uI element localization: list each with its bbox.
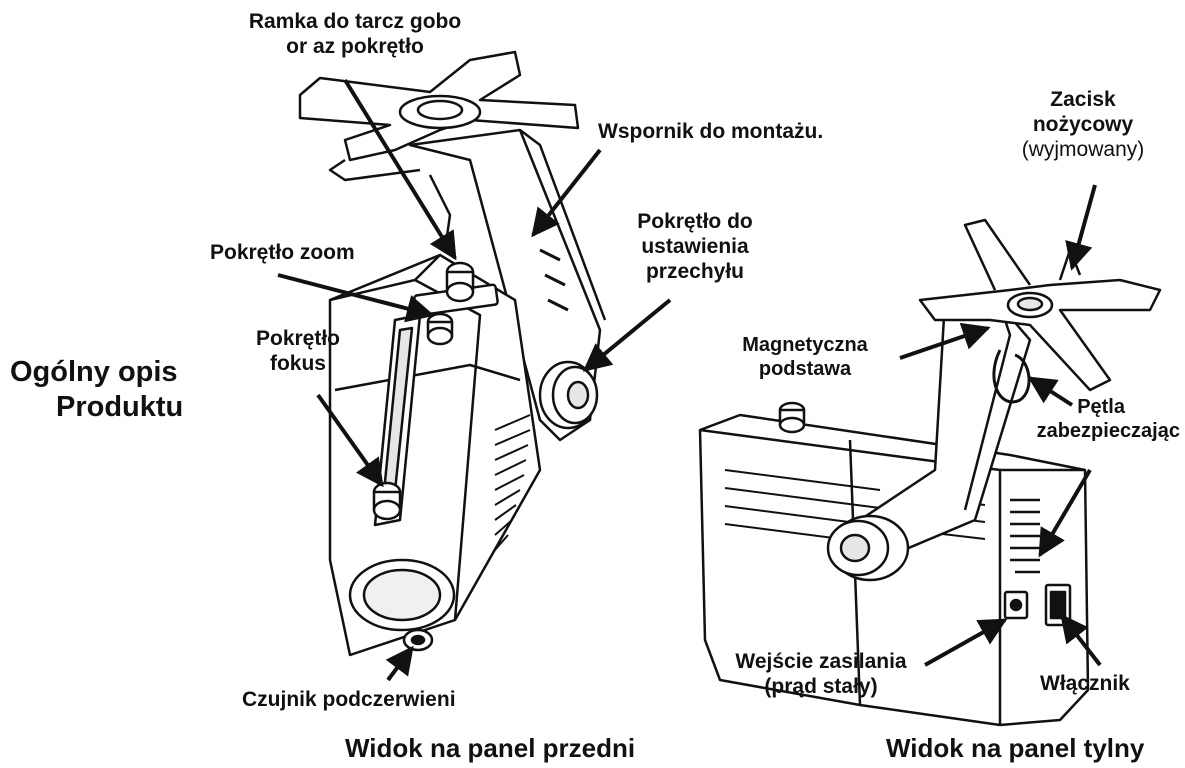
arrow-ir-sensor: [385, 645, 414, 682]
arrow-safety-loop: [1027, 376, 1074, 407]
label-gobo-frame: Ramka do tarcz gobo or az pokrętło: [210, 10, 500, 60]
front-tilt-knob: [538, 360, 599, 430]
caption-rear-view: Widok na panel tylny: [886, 733, 1144, 764]
overview-title-line2: Produktu: [56, 390, 184, 423]
rear-projector-drawing: [698, 218, 1162, 727]
arrow-focus-knob: [316, 393, 384, 488]
label-zoom-knob: Pokrętło zoom: [210, 241, 355, 266]
label-ir-sensor-text: Czujnik podczerwieni: [242, 688, 456, 711]
rear-safety-loop: [992, 349, 1031, 404]
front-scissor-clamp: [298, 50, 580, 182]
arrow-mounting-bracket: [531, 148, 602, 238]
label-scissor-clamp: Zacisk nożycowy (wyjmowany): [1003, 88, 1163, 162]
label-safety-loop: Pętla zabezpieczając: [990, 396, 1180, 443]
label-gobo-frame-line1: Ramka do tarcz gobo: [248, 10, 462, 33]
arrow-power-input: [924, 618, 1008, 667]
label-magnetic-base-line1: Magnetyczna: [742, 334, 868, 356]
overview-title-line1: Ogólny opis: [10, 356, 178, 388]
caption-front-view-text: Widok na panel przedni: [345, 733, 636, 763]
label-tilt-knob-line1: Pokrętło do: [637, 210, 753, 233]
label-mounting-bracket: Wspornik do montażu.: [598, 120, 823, 145]
label-power-input-line1: Wejście zasilania: [735, 650, 907, 673]
label-power-input-line2: (prąd stały): [764, 674, 878, 698]
rear-tilt-knob: [826, 514, 910, 582]
arrow-scissor-clamp: [1065, 184, 1097, 271]
arrow-safety-loop-vent: [1038, 468, 1092, 558]
label-ir-sensor: Czujnik podczerwieni: [242, 688, 456, 713]
caption-rear-view-text: Widok na panel tylny: [886, 733, 1145, 763]
label-focus-knob: Pokrętło fokus: [238, 327, 358, 377]
overview-title: Ogólny opis Produktu: [10, 355, 183, 425]
label-safety-loop-line2: zabezpieczając: [1036, 419, 1180, 442]
label-power-input: Wejście zasilania (prąd stały): [706, 650, 936, 700]
label-scissor-clamp-line2: nożycowy: [1032, 112, 1134, 136]
label-gobo-frame-line2: or az pokrętło: [286, 34, 424, 58]
front-projector-body: [328, 253, 542, 657]
label-tilt-knob: Pokrętło do ustawienia przechyłu: [620, 210, 770, 284]
arrow-magnetic-base: [899, 322, 991, 360]
arrow-tilt-knob: [582, 298, 672, 372]
label-zoom-knob-text: Pokrętło zoom: [210, 241, 355, 264]
arrow-zoom-knob: [277, 273, 435, 323]
label-power-switch: Włącznik: [1040, 672, 1130, 697]
caption-front-view: Widok na panel przedni: [345, 733, 635, 764]
label-magnetic-base-line2: podstawa: [758, 357, 852, 380]
rear-scissor-clamp: [918, 218, 1162, 392]
label-power-switch-text: Włącznik: [1040, 672, 1130, 695]
arrow-power-switch: [1060, 613, 1102, 667]
front-knobs: [372, 261, 499, 521]
arrow-gobo-frame: [343, 78, 457, 261]
label-tilt-knob-line2: ustawienia: [641, 234, 749, 258]
label-focus-knob-line1: Pokrętło: [255, 327, 341, 350]
leader-arrows: [277, 78, 1102, 682]
label-magnetic-base: Magnetyczna podstawa: [720, 334, 890, 381]
label-mounting-bracket-text: Wspornik do montażu.: [598, 120, 824, 143]
label-safety-loop-line1: Pętla: [1077, 396, 1125, 418]
label-scissor-clamp-line3: (wyjmowany): [1021, 137, 1145, 161]
label-focus-knob-line2: fokus: [269, 351, 326, 375]
label-scissor-clamp-line1: Zacisk: [1050, 88, 1116, 111]
label-tilt-knob-line3: przechyłu: [645, 259, 745, 283]
